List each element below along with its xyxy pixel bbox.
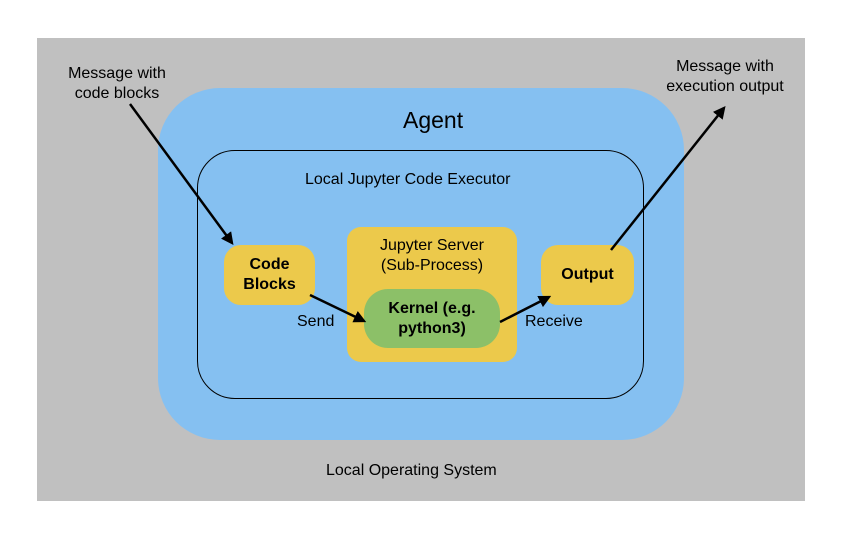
os-label: Local Operating System xyxy=(326,462,497,479)
code-blocks-label-line1: Code xyxy=(249,256,290,273)
kernel-label-line1: Kernel (e.g. xyxy=(388,299,476,317)
kernel-label-line2: python3) xyxy=(398,319,466,337)
agent-label: Agent xyxy=(403,107,464,133)
output-message-line1: Message with xyxy=(676,58,774,75)
output-box: Output xyxy=(541,245,634,305)
input-message-line2: code blocks xyxy=(74,85,160,102)
code-blocks-box: Code Blocks xyxy=(224,245,315,305)
kernel-box: Kernel (e.g. python3) xyxy=(364,289,500,348)
server-label-line1: Jupyter Server xyxy=(379,237,485,254)
output-label: Output xyxy=(561,266,614,283)
jupyter-executor-box xyxy=(197,150,644,399)
receive-arrow xyxy=(499,295,552,324)
input-message-line1: Message with xyxy=(68,65,166,82)
output-message-label: Message with execution output xyxy=(650,57,800,97)
output-message-line2: execution output xyxy=(666,78,784,95)
output-arrow xyxy=(610,106,726,251)
receive-label: Receive xyxy=(525,313,583,330)
send-label: Send xyxy=(297,313,335,330)
input-arrow xyxy=(128,103,234,246)
server-label: Jupyter Server (Sub-Process) xyxy=(347,236,517,276)
code-blocks-label-line2: Blocks xyxy=(243,276,296,293)
input-message-label: Message with code blocks xyxy=(52,64,182,104)
send-arrow xyxy=(309,293,367,323)
server-label-line2: (Sub-Process) xyxy=(380,257,484,274)
executor-label: Local Jupyter Code Executor xyxy=(305,171,511,188)
